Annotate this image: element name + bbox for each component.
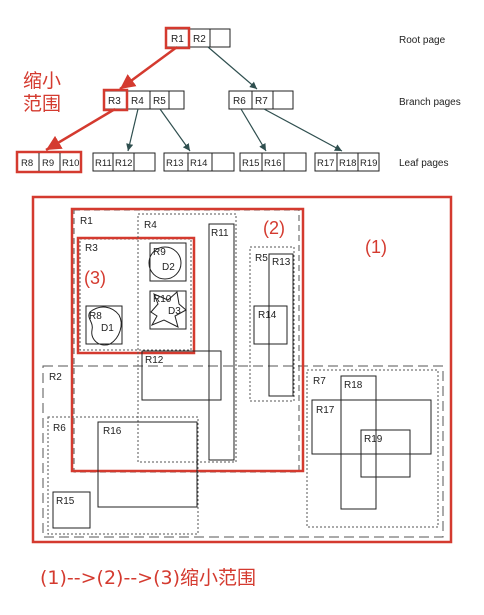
annotation-line-1: 缩小	[23, 70, 61, 92]
region-label: R15	[56, 496, 75, 507]
step-1-label: (1)	[365, 237, 387, 257]
region-label: R6	[53, 423, 66, 434]
node-label: R2	[193, 34, 206, 45]
leaf-node-5: R17 R18 R19	[314, 152, 380, 172]
region-r13	[268, 253, 294, 397]
region-label: R11	[211, 228, 229, 239]
node-label: R19	[360, 158, 377, 169]
node-label: R8	[21, 158, 33, 169]
region-r19	[360, 429, 411, 478]
region-label: R7	[313, 376, 326, 387]
edge-arrow	[207, 46, 258, 90]
object-label: D1	[101, 323, 114, 334]
region-label: R19	[364, 434, 383, 445]
region-r16	[97, 421, 198, 508]
node-label: R16	[264, 158, 281, 169]
region-label: R12	[145, 355, 164, 366]
region-r12	[141, 350, 222, 401]
node-label: R18	[339, 158, 356, 169]
tree-edges	[45, 45, 343, 152]
node-label: R3	[108, 96, 121, 107]
object-label: D3	[168, 306, 181, 317]
shape-d2	[148, 246, 182, 280]
region-label: R9	[153, 247, 166, 258]
spatial-regions: (1) R1 R2 (2) R3 (3) R9 D2 R10 D3 R8 D1 …	[31, 195, 453, 544]
root-node: R1 R2	[164, 26, 231, 50]
node-label: R12	[115, 158, 132, 169]
node-label: R7	[255, 96, 268, 107]
edge-arrow	[240, 108, 267, 152]
caption: (1)-->(2)-->(3)缩小范围	[40, 567, 256, 589]
edge-arrow	[126, 108, 139, 152]
step-2-label: (2)	[263, 218, 285, 238]
object-label: D2	[162, 262, 175, 273]
node-label: R5	[153, 96, 166, 107]
region-r6	[47, 416, 199, 535]
region-label: R2	[49, 372, 62, 383]
leaf-node-3: R13 R14	[163, 152, 235, 172]
edge-arrow	[45, 107, 116, 152]
region-label: R5	[255, 253, 268, 264]
region-r5	[249, 246, 295, 402]
region-label: R4	[144, 220, 157, 231]
region-2-box	[70, 207, 305, 473]
leaf-node-4: R15 R16	[239, 152, 307, 172]
region-r15	[52, 491, 91, 529]
region-r14	[253, 305, 288, 345]
region-label: R17	[316, 405, 335, 416]
region-label: R8	[89, 311, 102, 322]
branch-node-1: R3 R4 R5	[102, 88, 185, 112]
node-label: R14	[190, 158, 207, 169]
region-r9	[149, 242, 187, 282]
region-r4	[137, 213, 237, 463]
level-label-root: Root page	[399, 35, 446, 46]
region-r8	[85, 305, 123, 345]
region-1-box	[31, 195, 453, 544]
node-label: R4	[131, 96, 144, 107]
region-label: R18	[344, 380, 363, 391]
shape-d3	[150, 291, 187, 328]
region-label: R13	[272, 257, 291, 268]
step-3-label: (3)	[84, 268, 106, 288]
region-label: R16	[103, 426, 122, 437]
node-label: R10	[62, 158, 79, 169]
leaf-node-2: R11 R12	[92, 152, 156, 172]
region-r7	[306, 369, 439, 528]
region-label: R14	[258, 310, 277, 321]
node-label: R11	[95, 158, 112, 169]
region-label: R10	[153, 294, 172, 305]
node-label: R9	[42, 158, 54, 169]
region-r11	[208, 223, 235, 461]
region-r18	[340, 375, 377, 510]
region-label: R1	[80, 216, 93, 227]
region-r2	[42, 365, 444, 538]
region-label: R3	[85, 243, 98, 254]
shape-d1	[88, 306, 122, 346]
annotation-line-2: 范围	[23, 93, 61, 115]
region-r3	[79, 238, 192, 351]
node-label: R17	[317, 158, 334, 169]
node-label: R13	[166, 158, 183, 169]
region-r17	[311, 399, 432, 455]
edge-arrow	[119, 45, 178, 91]
level-label-branch: Branch pages	[399, 97, 461, 108]
leaf-node-1: R8 R9 R10	[15, 150, 83, 174]
region-3-box	[76, 236, 196, 355]
edge-arrow	[159, 108, 191, 152]
node-label: R6	[233, 96, 246, 107]
level-label-leaf: Leaf pages	[399, 158, 449, 169]
branch-node-2: R6 R7	[228, 90, 294, 110]
node-label: R1	[171, 34, 184, 45]
edge-arrow	[263, 108, 343, 152]
node-label: R15	[242, 158, 259, 169]
